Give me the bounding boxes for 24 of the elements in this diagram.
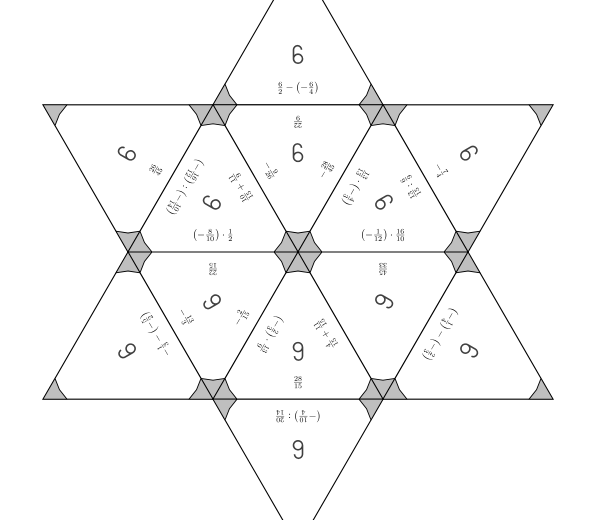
- edge-formula: $\left(-\frac{8}{10}\right)\cdot\frac{1}{2}$: [194, 228, 232, 242]
- edge-formula: $\frac{45}{33}$: [379, 262, 387, 276]
- edge-formula: $-\frac{9}{26}$: [265, 162, 278, 179]
- edge-formula: $\frac{26}{45}$: [149, 164, 162, 176]
- edge-formula: $\frac{28}{15}$: [294, 376, 302, 388]
- edge-formula: $\frac{10}{15}+\frac{11}{9}$: [228, 174, 254, 202]
- edge-formula: $\left(-\frac{16}{12}\right):\left(-\frac{10}{14}\right)$: [166, 160, 204, 214]
- edge-formula: $-\frac{7}{4}$: [436, 164, 448, 178]
- puzzle-piece: [212, 0, 384, 106]
- edge-formula: $\left(-\frac{1}{4}\right)-\left(-\frac{2}{3}\right)$: [422, 308, 458, 360]
- edge-formula: $\frac{13}{15}:\frac{6}{9}$: [400, 175, 422, 199]
- edge-formula: $-\frac{1}{3}-\left(-\frac{5}{2}\right)$: [140, 312, 168, 355]
- edge-formula: $\frac{22}{9}$: [294, 116, 302, 128]
- edge-formula: $-\frac{28}{45}$: [321, 160, 334, 178]
- edge-formula: $\frac{13}{13}\cdot\left(-\frac{4}{3}\right)$: [342, 168, 370, 205]
- edge-formula: $\left(-\frac{10}{4}\right):\frac{20}{14}$: [276, 410, 320, 422]
- edge-formula: $-\frac{2}{15}$: [236, 310, 250, 324]
- edge-formula: $\frac{4}{15}+\frac{11}{15}$: [314, 318, 338, 348]
- edge-formula: $-\frac{13}{3}$: [181, 310, 194, 324]
- edge-formula: $\left(-\frac{1}{12}\right)\cdot\frac{16}{10}$: [362, 228, 404, 242]
- edge-formula: $\frac{6}{2}-\left(-\frac{6}{4}\right)$: [278, 82, 318, 94]
- puzzle-piece: [212, 398, 384, 520]
- edge-formula: $\left(-\frac{2}{3}\right)\cdot\frac{13}{9}$: [257, 316, 284, 353]
- edge-formula: $\frac{22}{15}$: [209, 262, 217, 276]
